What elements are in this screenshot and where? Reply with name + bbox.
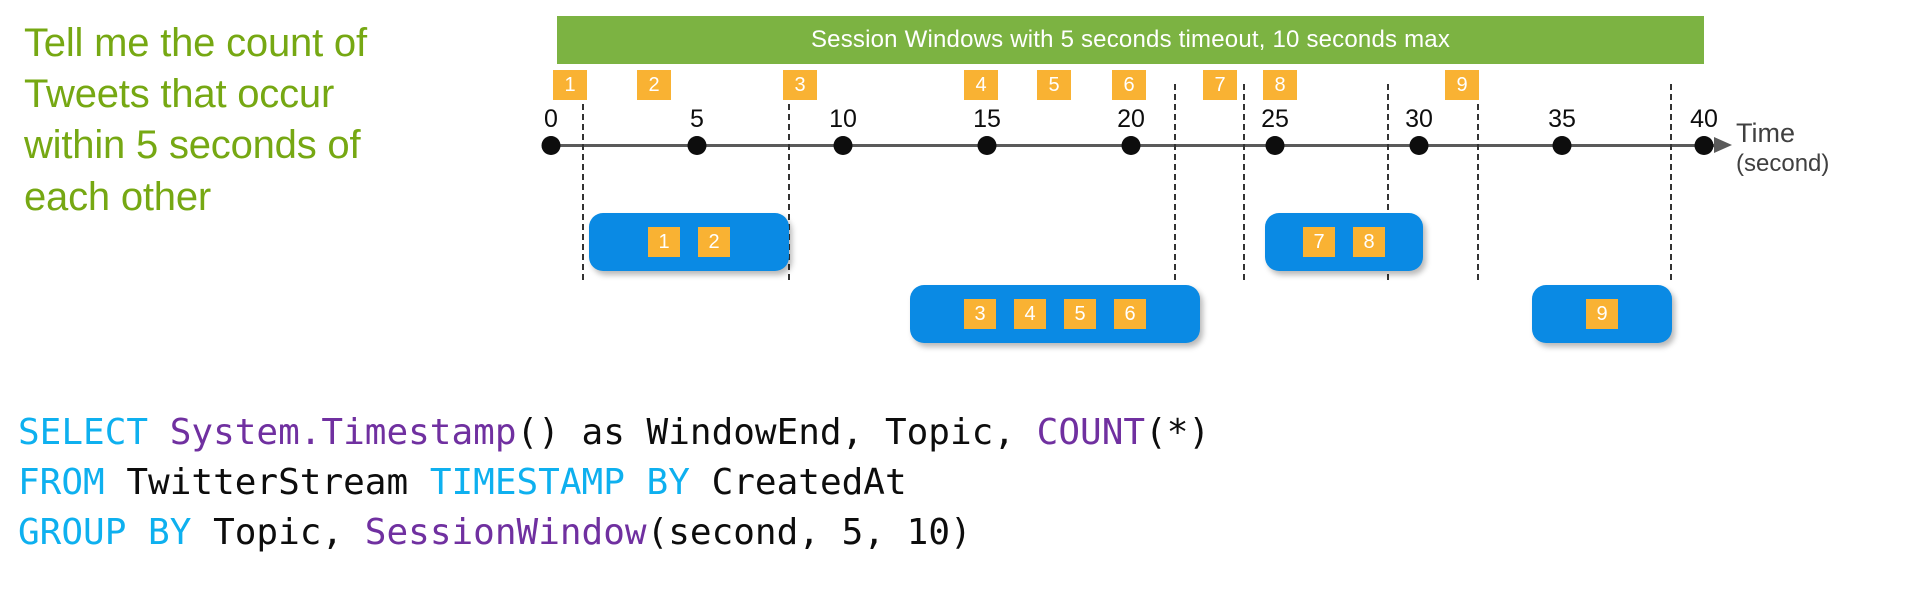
session-event-chip-9: 9: [1586, 299, 1618, 329]
session-event-chip-7: 7: [1303, 227, 1335, 257]
window-boundary-line: [582, 84, 584, 280]
event-marker-6: 6: [1112, 70, 1146, 100]
axis-tick-label: 35: [1548, 105, 1576, 133]
event-marker-5: 5: [1037, 70, 1071, 100]
sql-token: System.Timestamp: [169, 412, 517, 453]
sql-token: () as WindowEnd, Topic,: [516, 412, 1037, 453]
sql-token: FROM: [18, 462, 127, 503]
sql-token: TwitterStream: [126, 462, 430, 503]
session-event-chip-4: 4: [1014, 299, 1046, 329]
event-marker-7: 7: [1203, 70, 1237, 100]
axis-tick-label: 0: [544, 105, 558, 133]
session-event-chip-8: 8: [1353, 227, 1385, 257]
axis-tick-dot: [1265, 136, 1285, 155]
axis-tick-dot: [833, 136, 853, 155]
axis-tick-label: 15: [973, 105, 1001, 133]
axis-tick-dot: [1694, 136, 1714, 155]
axis-tick-dot: [977, 136, 997, 155]
axis-tick-label: 5: [690, 105, 704, 133]
window-boundary-line: [1387, 84, 1389, 280]
axis-tick-label: 40: [1690, 105, 1718, 133]
session-event-chip-5: 5: [1064, 299, 1096, 329]
session-window-diagram: Session Windows with 5 seconds timeout, …: [541, 16, 1829, 343]
session-event-chip-1: 1: [648, 227, 680, 257]
sql-token: (*): [1145, 412, 1211, 453]
event-marker-3: 3: [783, 70, 817, 100]
event-marker-8: 8: [1263, 70, 1297, 100]
axis-tick-label: 20: [1117, 105, 1145, 133]
session-window-banner: Session Windows with 5 seconds timeout, …: [557, 16, 1704, 64]
sql-token: Topic,: [213, 512, 365, 553]
sql-token: COUNT: [1036, 412, 1146, 453]
session-event-chip-3: 3: [964, 299, 996, 329]
axis-tick-dot: [687, 136, 707, 155]
sql-token: GROUP BY: [18, 512, 214, 553]
sql-query-block: SELECT System.Timestamp() as WindowEnd, …: [18, 408, 1210, 558]
window-boundary-line: [1477, 84, 1479, 280]
event-marker-2: 2: [637, 70, 671, 100]
session-event-chip-6: 6: [1114, 299, 1146, 329]
event-marker-1: 1: [553, 70, 587, 100]
axis-tick-label: 30: [1405, 105, 1433, 133]
axis-tick-label: 10: [829, 105, 857, 133]
session-window-banner-label: Session Windows with 5 seconds timeout, …: [810, 26, 1451, 53]
sql-line: FROM TwitterStream TIMESTAMP BY CreatedA…: [18, 458, 1210, 508]
axis-tick-dot: [1121, 136, 1141, 155]
sql-token: (second, 5, 10): [646, 512, 972, 553]
event-marker-4: 4: [964, 70, 998, 100]
time-axis-arrow-icon: [1714, 137, 1732, 153]
session-window-box: 9: [1532, 285, 1672, 343]
sql-line: GROUP BY Topic, SessionWindow(second, 5,…: [18, 508, 1210, 558]
sql-token: SELECT: [18, 412, 170, 453]
time-axis-title-unit: (second): [1736, 149, 1830, 177]
window-boundary-line: [1243, 84, 1245, 280]
sql-line: SELECT System.Timestamp() as WindowEnd, …: [18, 408, 1210, 458]
axis-tick-label: 25: [1261, 105, 1289, 133]
time-axis-title: Time (second): [1736, 118, 1829, 178]
axis-tick-dot: [1409, 136, 1429, 155]
axis-tick-dot: [1552, 136, 1572, 155]
sql-token: CreatedAt: [711, 462, 907, 503]
window-boundary-line: [1670, 84, 1672, 280]
prompt-text: Tell me the count of Tweets that occur w…: [24, 21, 367, 219]
session-event-chip-2: 2: [698, 227, 730, 257]
axis-tick-dot: [541, 136, 561, 155]
event-marker-9: 9: [1445, 70, 1479, 100]
time-axis-title-main: Time: [1736, 118, 1795, 148]
sql-token: TIMESTAMP BY: [429, 462, 712, 503]
sql-token: SessionWindow: [364, 512, 647, 553]
window-boundary-line: [788, 84, 790, 280]
window-boundary-line: [1174, 84, 1176, 280]
